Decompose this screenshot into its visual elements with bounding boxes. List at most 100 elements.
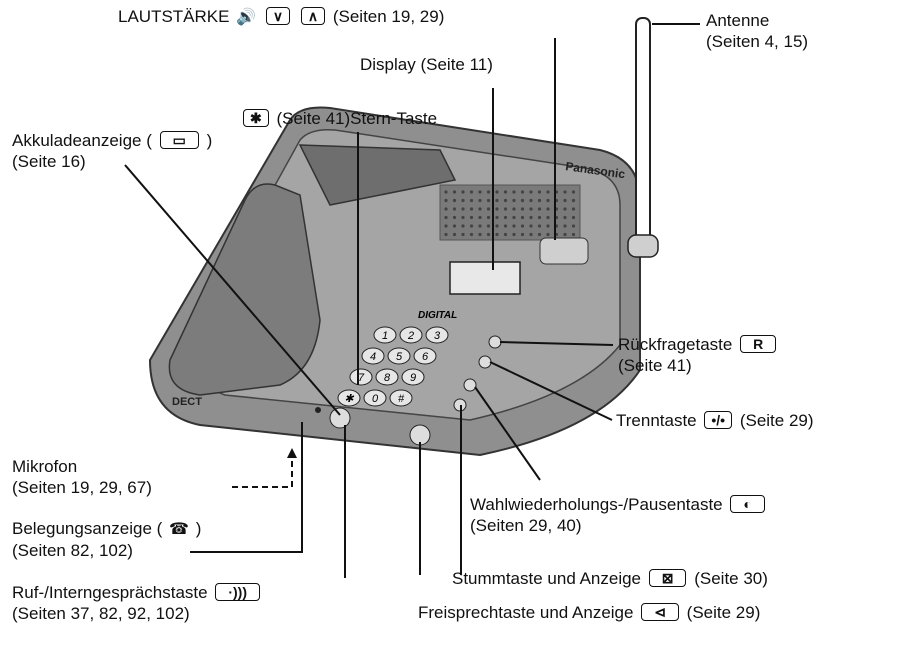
grille-dot	[529, 198, 533, 203]
akku-close: )	[206, 131, 213, 150]
handset-rest	[298, 144, 457, 206]
stern-name: Stern-Taste	[350, 109, 438, 128]
akku-pages: (Seite 16)	[12, 152, 86, 171]
grille-dot	[452, 232, 457, 237]
grille-dot	[495, 198, 499, 203]
keypad-key	[349, 368, 373, 386]
grille-dot	[469, 198, 474, 203]
keypad-key-label: 7	[358, 372, 365, 384]
grille-dot	[486, 232, 491, 237]
stern-label: ✱ (Seite 41)Stern-Taste	[240, 108, 437, 129]
belegung-label: Belegungsanzeige ( ☎ ) (Seiten 82, 102)	[12, 518, 201, 561]
grille-dot	[537, 198, 542, 203]
grille-dot	[486, 198, 491, 203]
rueckfrage-text: Rückfragetaste	[618, 335, 733, 354]
grille-dot	[546, 224, 550, 228]
grille-dot	[461, 190, 465, 194]
mikrofon-arrow	[287, 448, 297, 458]
keypad-key	[387, 347, 411, 365]
grille-dot	[452, 207, 457, 211]
akku-label: Akkuladeanzeige ( ▭ ) (Seite 16)	[12, 130, 212, 172]
grille-dot	[563, 215, 567, 220]
grille-dot	[469, 224, 474, 228]
speakerphone-icon: ⊲	[641, 603, 679, 621]
grille-dot	[461, 224, 465, 228]
grille-dot	[495, 190, 499, 194]
freisprech-pages: (Seite 29)	[686, 603, 761, 622]
grille-dot	[529, 215, 533, 220]
grille-dot	[444, 232, 448, 237]
grille-dot	[469, 232, 474, 237]
belegung-pages: (Seiten 82, 102)	[12, 541, 133, 560]
grille-dot	[469, 190, 474, 194]
grille-dot	[537, 207, 542, 211]
grille-dot	[546, 190, 550, 194]
grille-dot	[563, 207, 567, 211]
trenn-text: Trenntaste	[616, 411, 697, 430]
belegung-close: )	[195, 519, 202, 538]
star-key-icon: ✱	[243, 109, 269, 127]
rueckfrage-label: Rückfragetaste R (Seite 41)	[618, 334, 779, 376]
grille-dot	[461, 207, 465, 211]
grille-dot	[512, 215, 516, 220]
grille-dot	[444, 190, 448, 194]
speaker-grille	[439, 184, 581, 241]
grille-dot	[520, 198, 525, 203]
stumm-pages: (Seite 30)	[694, 569, 768, 588]
akku-text: Akkuladeanzeige (	[12, 131, 152, 150]
ruf-pages: (Seiten 37, 82, 92, 102)	[12, 604, 190, 623]
grille-dot	[478, 207, 482, 211]
grille-dot	[478, 232, 482, 237]
grille-dot	[452, 198, 457, 203]
grille-dot	[478, 224, 482, 228]
rueckfrage-pages: (Seite 41)	[618, 356, 692, 375]
model-logo: DECT	[172, 396, 202, 408]
grille-dot	[486, 215, 491, 220]
grille-dot	[503, 224, 508, 228]
grille-dot	[444, 224, 448, 228]
intercom-icon: ·)))	[215, 583, 260, 601]
grille-dot	[529, 207, 533, 211]
grille-dot	[546, 215, 550, 220]
grille-dot	[495, 224, 499, 228]
grille-dot	[529, 190, 533, 194]
keypad-key-label: 5	[396, 351, 403, 363]
grille-dot	[452, 215, 457, 220]
grille-dot	[452, 224, 457, 228]
grille-dot	[461, 198, 465, 203]
freisprech-text: Freisprechtaste und Anzeige	[418, 603, 634, 622]
wahl-text: Wahlwiederholungs-/Pausentaste	[470, 495, 723, 514]
grille-dot	[546, 207, 550, 211]
grille-dot	[563, 224, 567, 228]
trenn-pages: (Seite 29)	[739, 411, 814, 430]
keypad-key-label: 2	[407, 330, 414, 342]
grille-dot	[563, 190, 567, 194]
redial-button	[463, 378, 477, 392]
display-label: Display (Seite 11)	[360, 55, 493, 74]
mute-icon: ⊠	[648, 569, 687, 587]
grille-dot	[529, 224, 533, 228]
grille-dot	[571, 198, 576, 203]
keypad-key	[373, 326, 397, 344]
grille-dot	[571, 190, 576, 194]
mikrofon-text: Mikrofon	[12, 457, 78, 476]
grille-dot	[537, 224, 542, 228]
leader-lines	[124, 23, 700, 578]
grille-dot	[461, 232, 465, 237]
grille-dot	[444, 207, 448, 211]
antenne-text: Antenne	[706, 11, 770, 30]
chevron-up-icon: ∧	[300, 7, 326, 25]
stumm-text: Stummtaste und Anzeige	[452, 569, 642, 588]
freisprech-label: Freisprechtaste und Anzeige ⊲ (Seite 29)	[418, 602, 760, 623]
grille-dot	[563, 198, 567, 203]
chevron-down-icon: ∨	[265, 7, 291, 25]
keypad-key-label: 9	[410, 372, 416, 384]
grille-dot	[546, 232, 550, 237]
mikrofon-pages: (Seiten 19, 29, 67)	[12, 478, 152, 497]
speaker-volume-icon: 🔊	[236, 9, 257, 26]
grille-dot	[571, 215, 576, 220]
grille-dot	[495, 207, 499, 211]
keypad-key	[375, 368, 399, 386]
keypad-key	[389, 389, 413, 407]
